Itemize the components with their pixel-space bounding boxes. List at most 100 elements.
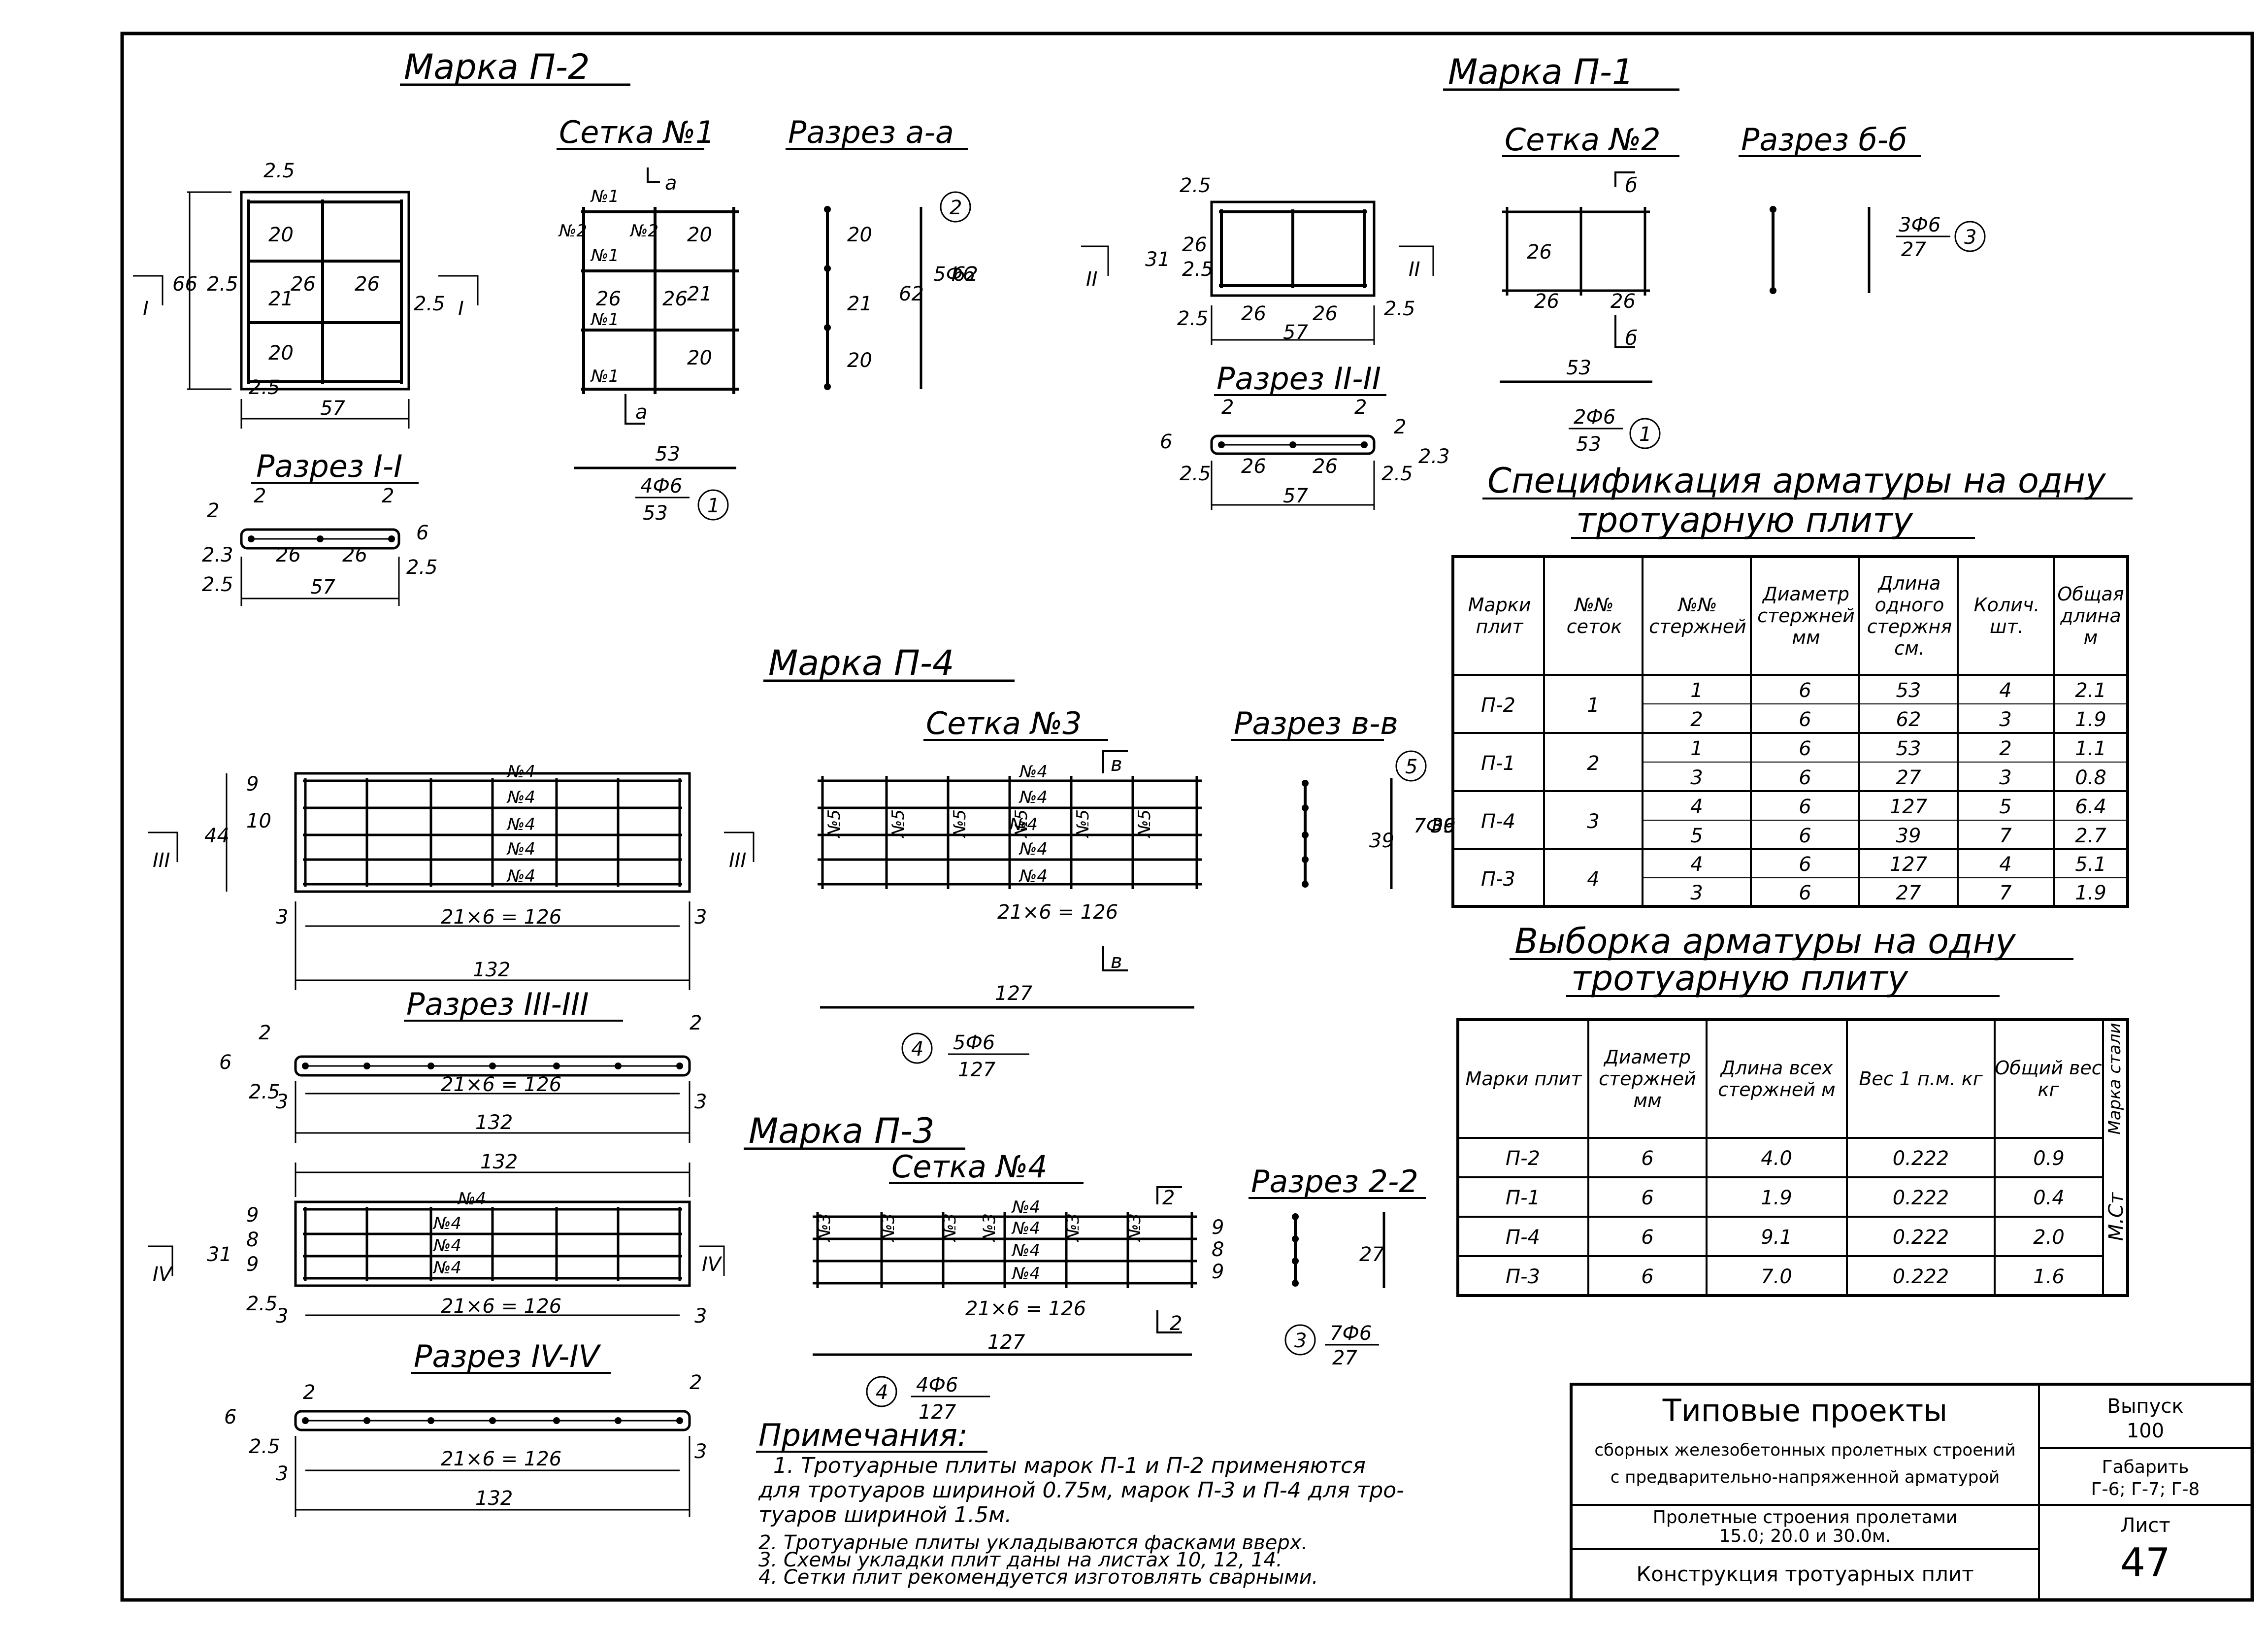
svg-text:1: 1 — [1639, 423, 1651, 446]
spec-mark: П-1 — [1481, 752, 1515, 775]
spec-header-mark: Марки плит — [1468, 594, 1531, 637]
title-main: Типовые проекты — [1662, 1393, 1947, 1429]
sel-row: П-3 — [1506, 1265, 1540, 1288]
svg-text:4: 4 — [1587, 868, 1599, 891]
svg-text:1: 1 — [707, 495, 720, 517]
svg-text:№5: №5 — [888, 809, 908, 838]
note-line: 2. Тротуарные плиты укладываются фасками… — [758, 1531, 1308, 1554]
setka-3-grid — [818, 776, 1202, 889]
list-label: Лист — [2120, 1514, 2170, 1537]
p1-razrez-ii-title: Разрез II-II — [1216, 361, 1381, 397]
selection-table: Выборка арматуры на одну тротуарную плит… — [1456, 921, 2129, 1297]
svg-text:27: 27 — [1901, 238, 1926, 261]
sheet-border — [120, 32, 2254, 1602]
svg-text:10: 10 — [246, 810, 271, 832]
title-sub-1: сборных железобетонных пролетных строени… — [1594, 1440, 2015, 1460]
p4-razrez-vv-title: Разрез в-в — [1234, 705, 1398, 741]
svg-text:3: 3 — [276, 1463, 288, 1485]
svg-text:26: 26 — [596, 288, 621, 310]
svg-text:2.5: 2.5 — [249, 1081, 280, 1103]
svg-text:II: II — [1409, 258, 1420, 281]
svg-text:21×6 = 126: 21×6 = 126 — [965, 1297, 1086, 1320]
svg-text:0.222: 0.222 — [1893, 1226, 1949, 1249]
svg-text:31: 31 — [207, 1243, 232, 1266]
svg-text:6: 6 — [1641, 1187, 1653, 1209]
svg-text:39: 39 — [1431, 815, 1456, 837]
svg-text:2.5: 2.5 — [263, 160, 295, 182]
svg-text:39: 39 — [1369, 830, 1394, 852]
svg-text:26: 26 — [1313, 302, 1338, 325]
p1-plan-outline — [1210, 200, 1376, 297]
svg-text:2: 2 — [382, 485, 394, 507]
svg-text:6: 6 — [1799, 766, 1811, 789]
svg-text:53: 53 — [1566, 357, 1591, 379]
svg-text:1: 1 — [1690, 679, 1703, 702]
svg-text:9.1: 9.1 — [1761, 1226, 1792, 1249]
svg-text:2: 2 — [1221, 396, 1234, 419]
svg-text:№4: №4 — [1011, 1264, 1040, 1284]
svg-text:21×6 = 126: 21×6 = 126 — [441, 1295, 561, 1318]
svg-text:2: 2 — [1354, 396, 1367, 419]
svg-text:53: 53 — [1896, 737, 1921, 760]
svg-text:в: в — [1111, 950, 1122, 973]
svg-text:5.1: 5.1 — [2075, 853, 2106, 876]
svg-text:57: 57 — [1283, 485, 1308, 507]
svg-text:21: 21 — [847, 293, 872, 315]
svg-text:2.5: 2.5 — [207, 273, 238, 296]
svg-text:21: 21 — [268, 288, 294, 310]
svg-text:8: 8 — [246, 1229, 259, 1251]
svg-text:1.9: 1.9 — [1761, 1187, 1792, 1209]
svg-text:3: 3 — [276, 906, 288, 929]
svg-text:2.5: 2.5 — [406, 556, 438, 579]
svg-text:1: 1 — [1587, 694, 1599, 717]
svg-text:№4: №4 — [432, 1258, 461, 1278]
svg-text:IV: IV — [153, 1263, 173, 1286]
svg-text:6.4: 6.4 — [2075, 796, 2106, 818]
svg-text:53: 53 — [1896, 679, 1921, 702]
svg-text:5Ф6: 5Ф6 — [953, 1031, 995, 1054]
svg-text:№4: №4 — [1011, 1197, 1040, 1217]
svg-text:№4: №4 — [432, 1214, 461, 1233]
svg-text:26: 26 — [342, 544, 367, 566]
svg-text:6: 6 — [224, 1406, 236, 1429]
svg-text:26: 26 — [1241, 455, 1266, 478]
svg-text:№5: №5 — [1012, 809, 1031, 838]
svg-text:2: 2 — [1587, 752, 1599, 775]
svg-text:132: 132 — [475, 1111, 513, 1134]
list-number: 47 — [2120, 1540, 2170, 1586]
p3-setka-title: Сетка №4 — [891, 1149, 1048, 1185]
svg-text:53: 53 — [1576, 433, 1601, 456]
svg-text:№3: №3 — [940, 1213, 960, 1242]
p1-setka-title: Сетка №2 — [1505, 122, 1661, 158]
svg-text:5: 5 — [1999, 796, 2011, 818]
svg-text:62: 62 — [899, 283, 924, 305]
svg-text:20: 20 — [687, 224, 712, 246]
svg-text:26: 26 — [1611, 290, 1636, 313]
note-line: для тротуаров шириной 0.75м, марок П-3 и… — [758, 1478, 1404, 1503]
spec-header-length: Длина одного стержня см. — [1867, 572, 1952, 659]
note-line: туаров шириной 1.5м. — [758, 1502, 1012, 1528]
p1-plan-grid — [1219, 209, 1367, 288]
svg-text:0.4: 0.4 — [2033, 1187, 2065, 1209]
svg-text:1.9: 1.9 — [2075, 708, 2106, 731]
mark-p4-title: Марка П-4 — [768, 643, 954, 683]
svg-text:26: 26 — [355, 273, 380, 296]
svg-text:26: 26 — [1534, 290, 1559, 313]
svg-text:6: 6 — [416, 522, 428, 544]
svg-text:2.3: 2.3 — [202, 544, 233, 566]
svg-text:№3: №3 — [980, 1213, 999, 1242]
svg-text:№4: №4 — [506, 815, 535, 834]
p2-plan-grid — [247, 199, 403, 384]
svg-text:3: 3 — [1690, 766, 1703, 789]
svg-text:4Ф6: 4Ф6 — [640, 475, 682, 498]
mark-p2-title: Марка П-2 — [404, 47, 590, 87]
svg-text:2.7: 2.7 — [2075, 825, 2106, 847]
svg-text:57: 57 — [1283, 321, 1308, 344]
svg-text:№4: №4 — [1019, 839, 1048, 859]
sel-header-total: Общий вес кг — [1995, 1057, 2102, 1100]
title-span-2: 15.0; 20.0 и 30.0м. — [1719, 1526, 1891, 1546]
svg-text:127: 127 — [919, 1401, 956, 1424]
note-line: 1. Тротуарные плиты марок П-1 и П-2 прим… — [773, 1453, 1366, 1478]
svg-text:6: 6 — [1799, 882, 1811, 904]
vypusk-label: Выпуск — [2107, 1395, 2184, 1418]
